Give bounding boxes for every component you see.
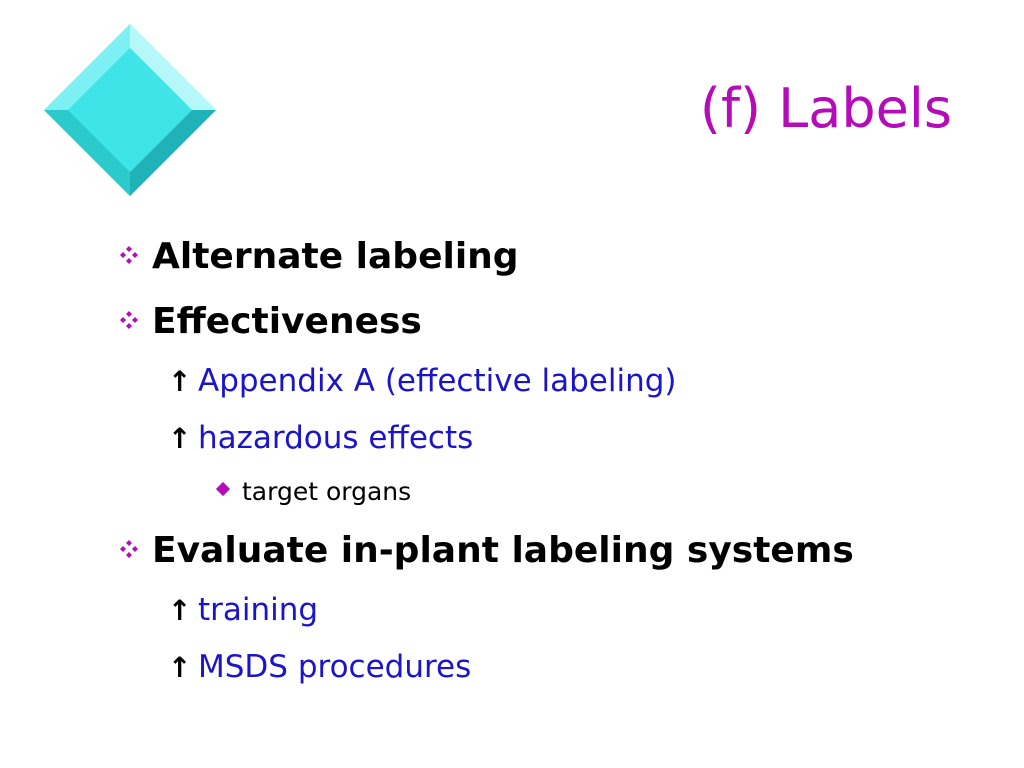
four-diamond-bullet-icon xyxy=(120,311,138,329)
bullet-text: MSDS procedures xyxy=(198,649,472,685)
bullet-text: target organs xyxy=(242,477,412,506)
bullet-item-level2: ↑ training xyxy=(168,592,318,628)
bullet-item-level2: ↑ Appendix A (effective labeling) xyxy=(168,363,677,399)
bullet-text: Alternate labeling xyxy=(152,236,519,277)
four-diamond-bullet-icon xyxy=(120,540,138,558)
bullet-item-level3: target organs xyxy=(215,477,412,506)
arrow-up-bullet-icon: ↑ xyxy=(168,365,192,398)
bullet-text: hazardous effects xyxy=(198,420,474,456)
slide-title: (f) Labels xyxy=(699,77,952,140)
small-diamond-bullet-icon xyxy=(215,481,231,497)
bullet-item-level1: Evaluate in-plant labeling systems xyxy=(118,530,854,571)
four-diamond-bullet-icon xyxy=(120,246,138,264)
bullet-text: Appendix A (effective labeling) xyxy=(198,363,677,399)
cyan-diamond-icon xyxy=(44,24,216,196)
bullet-item-level1: Alternate labeling xyxy=(118,236,519,277)
bullet-item-level2: ↑ hazardous effects xyxy=(168,420,473,456)
bullet-text: training xyxy=(198,592,319,628)
bullet-item-level1: Effectiveness xyxy=(118,301,422,342)
arrow-up-bullet-icon: ↑ xyxy=(168,651,192,684)
bullet-item-level2: ↑ MSDS procedures xyxy=(168,649,471,685)
bullet-text: Effectiveness xyxy=(152,301,422,342)
bullet-text: Evaluate in-plant labeling systems xyxy=(152,530,854,571)
arrow-up-bullet-icon: ↑ xyxy=(168,422,192,455)
arrow-up-bullet-icon: ↑ xyxy=(168,594,192,627)
